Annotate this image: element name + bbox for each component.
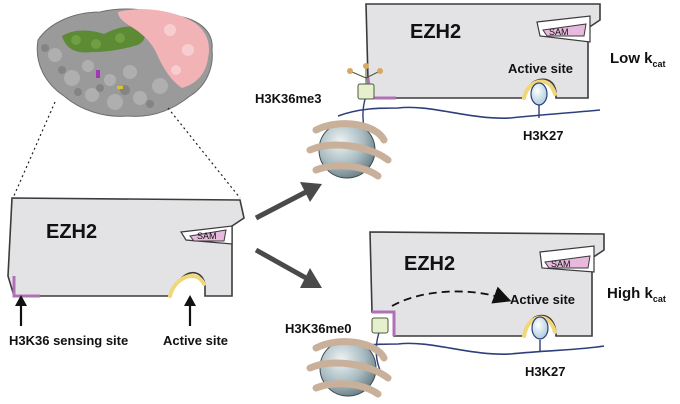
bottom-rate-label: High kcat [607,285,666,304]
dashed-activation-arrow [391,286,512,307]
top-nucleosome [306,63,601,180]
bottom-k27-label: H3K27 [525,364,565,379]
left-sam-label: SAM [197,231,217,241]
top-ezh2-enzyme: EZH2 SAM Active site [365,3,601,100]
left-enzyme-label: EZH2 [46,221,97,243]
sensing-site-label: H3K36 sensing site [9,333,128,348]
top-enzyme-label: EZH2 [410,21,461,43]
bottom-mark-label: H3K36me0 [285,321,352,336]
top-rate-label: Low kcat [610,50,666,69]
top-active-site-label: Active site [508,61,573,76]
left-ezh2-enzyme: EZH2 SAM [7,197,245,298]
protein-structure-image [36,8,213,117]
bottom-enzyme-label: EZH2 [404,253,455,275]
left-site-arrows [15,295,196,326]
left-active-site-label: Active site [163,333,228,348]
bottom-active-site-label: Active site [510,292,575,307]
branch-arrow-down [254,247,322,288]
top-mark-label: H3K36me3 [255,91,322,106]
bottom-ezh2-enzyme: EZH2 SAM Active site [369,231,605,338]
bottom-nucleosome [306,316,605,398]
zoom-line-left [12,101,56,199]
top-k27-label: H3K27 [523,128,563,143]
zoom-line-right [167,107,241,199]
top-sam-label: SAM [549,27,569,37]
bottom-sam-label: SAM [551,259,571,269]
branch-arrow-up [254,182,322,221]
